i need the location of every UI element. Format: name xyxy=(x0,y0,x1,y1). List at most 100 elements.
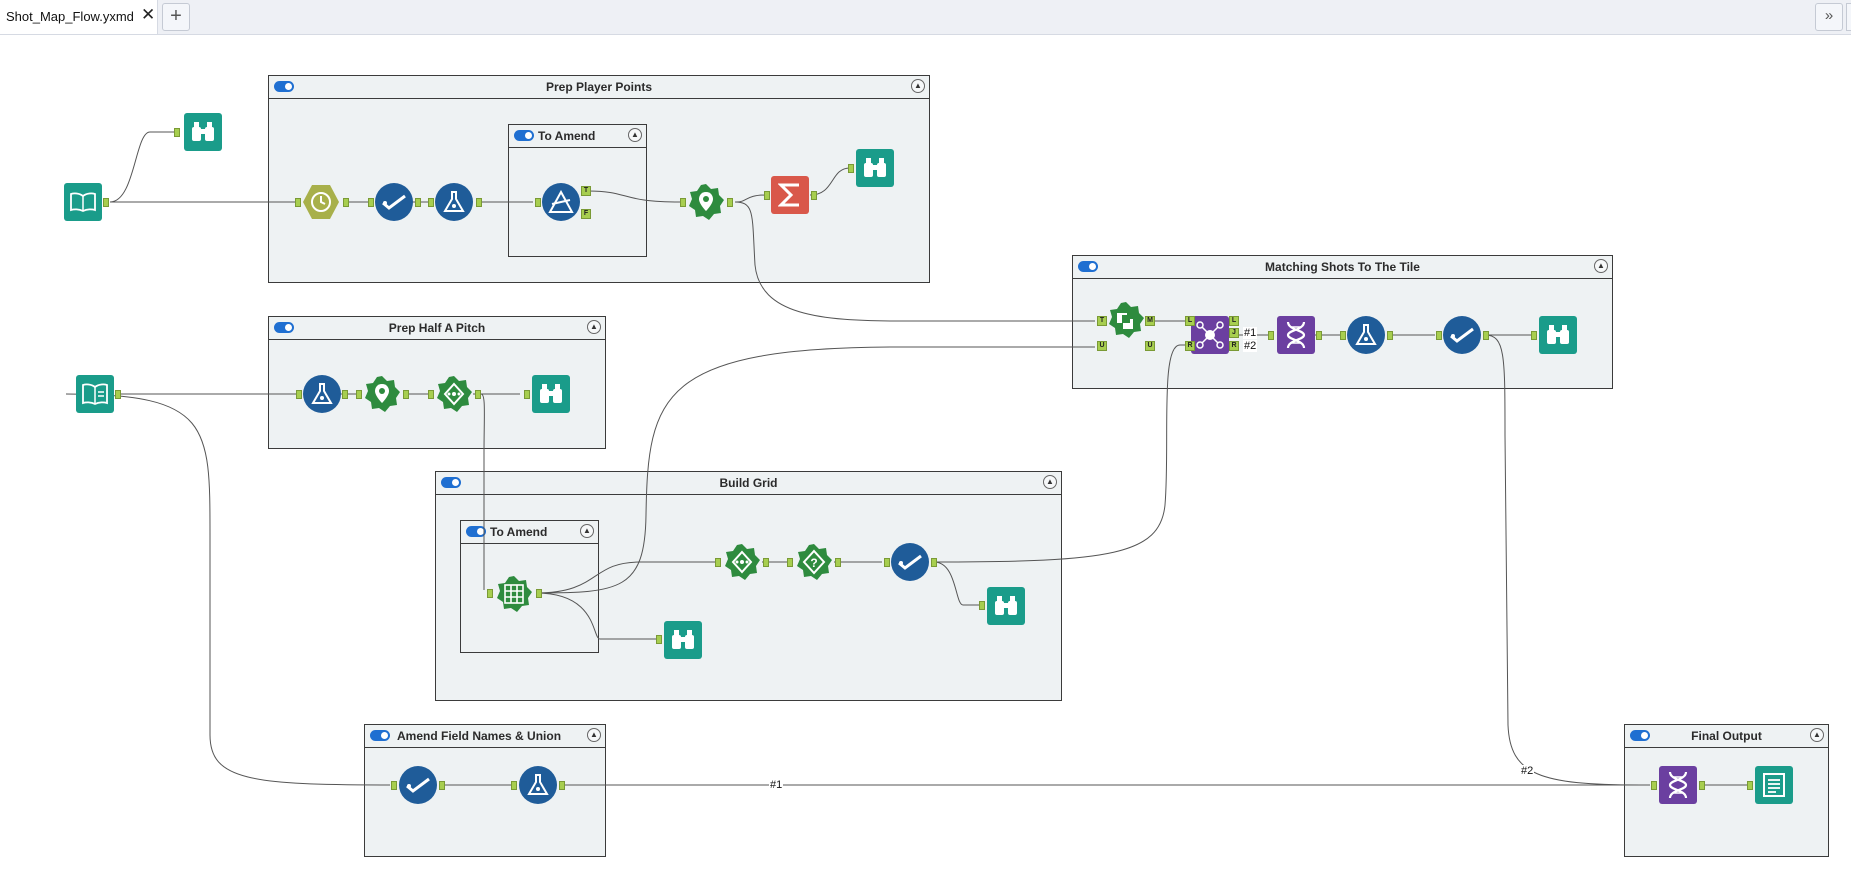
datetime-icon[interactable] xyxy=(302,183,340,221)
create-points-icon[interactable] xyxy=(363,375,401,413)
formula-flask-icon[interactable] xyxy=(519,766,557,804)
input-anchor[interactable] xyxy=(428,198,434,207)
input-anchor[interactable] xyxy=(524,390,530,399)
book-input-icon[interactable] xyxy=(64,183,102,221)
generalize-icon[interactable] xyxy=(435,375,473,413)
select-check-icon[interactable] xyxy=(1443,316,1481,354)
output-anchor[interactable] xyxy=(439,781,445,790)
generalize-icon[interactable] xyxy=(723,543,761,581)
wire-label: #2 xyxy=(1520,765,1534,777)
input-anchor[interactable] xyxy=(1268,331,1274,340)
input-anchor[interactable] xyxy=(680,198,686,207)
join-right-out-anchor[interactable]: R xyxy=(1229,341,1239,351)
union-dna-icon[interactable] xyxy=(1659,766,1697,804)
book-input-icon[interactable] xyxy=(76,375,114,413)
input-anchor[interactable] xyxy=(391,781,397,790)
wire xyxy=(110,132,178,202)
binoculars-browse-icon[interactable] xyxy=(987,587,1025,625)
input-anchor[interactable] xyxy=(511,781,517,790)
input-anchor[interactable] xyxy=(428,390,434,399)
select-check-icon[interactable] xyxy=(399,766,437,804)
output-anchor[interactable] xyxy=(559,781,565,790)
wire-label: #2 xyxy=(1243,340,1257,352)
input-anchor[interactable] xyxy=(356,390,362,399)
formula-flask-icon[interactable] xyxy=(435,183,473,221)
close-icon[interactable]: ✕ xyxy=(141,6,155,24)
binoculars-browse-icon[interactable] xyxy=(856,149,894,187)
filter-triangle-icon[interactable] xyxy=(542,183,580,221)
output-anchor[interactable] xyxy=(1387,331,1393,340)
output-anchor[interactable] xyxy=(475,390,481,399)
input-anchor[interactable] xyxy=(174,128,180,137)
formula-flask-icon[interactable] xyxy=(303,375,341,413)
output-anchor[interactable] xyxy=(115,390,121,399)
input-anchor[interactable] xyxy=(1531,331,1537,340)
summarize-sigma-icon[interactable] xyxy=(771,176,809,214)
output-anchor[interactable] xyxy=(103,198,109,207)
output-anchor[interactable] xyxy=(931,558,937,567)
spatial-universe-anchor[interactable]: U xyxy=(1097,341,1107,351)
output-anchor[interactable] xyxy=(1316,331,1322,340)
input-anchor[interactable] xyxy=(535,198,541,207)
join-multiple-icon[interactable] xyxy=(1191,316,1229,354)
input-anchor[interactable] xyxy=(295,198,301,207)
make-grid-icon[interactable] xyxy=(495,575,533,613)
tab-edge xyxy=(1846,3,1851,31)
join-right-anchor[interactable]: R xyxy=(1185,341,1195,351)
connection-wires xyxy=(0,35,1851,894)
new-tab-button[interactable]: + xyxy=(162,3,190,31)
output-anchor[interactable] xyxy=(835,558,841,567)
output-anchor[interactable] xyxy=(476,198,482,207)
input-anchor[interactable] xyxy=(848,164,854,173)
spatial-target-anchor[interactable]: T xyxy=(1097,316,1107,326)
binoculars-browse-icon[interactable] xyxy=(1539,316,1577,354)
output-anchor[interactable] xyxy=(811,191,817,200)
input-anchor[interactable] xyxy=(715,558,721,567)
input-anchor[interactable] xyxy=(1747,781,1753,790)
input-anchor[interactable] xyxy=(979,601,985,610)
workflow-canvas[interactable]: Prep Player Points ▲ To Amend ▲ Prep Hal… xyxy=(0,35,1851,894)
overflow-button[interactable]: » xyxy=(1815,3,1843,31)
binoculars-browse-icon[interactable] xyxy=(184,113,222,151)
filter-false-anchor[interactable]: F xyxy=(581,209,591,219)
filter-true-anchor[interactable]: T xyxy=(581,186,591,196)
input-anchor[interactable] xyxy=(487,589,493,598)
output-anchor[interactable] xyxy=(536,589,542,598)
output-anchor[interactable] xyxy=(415,198,421,207)
formula-flask-icon[interactable] xyxy=(1347,316,1385,354)
spatial-matched-anchor[interactable]: M xyxy=(1145,316,1155,326)
output-anchor[interactable] xyxy=(342,390,348,399)
join-join-out-anchor[interactable]: J xyxy=(1229,328,1239,338)
input-anchor[interactable] xyxy=(368,198,374,207)
select-check-icon[interactable] xyxy=(375,183,413,221)
input-anchor[interactable] xyxy=(296,390,302,399)
output-anchor[interactable] xyxy=(763,558,769,567)
binoculars-browse-icon[interactable] xyxy=(532,375,570,413)
output-anchor[interactable] xyxy=(727,198,733,207)
tab-shot-map-flow[interactable]: Shot_Map_Flow.yxmd ✕ xyxy=(0,0,158,34)
binoculars-browse-icon[interactable] xyxy=(664,621,702,659)
svg-text:?: ? xyxy=(810,556,817,570)
output-anchor[interactable] xyxy=(343,198,349,207)
input-anchor[interactable] xyxy=(1651,781,1657,790)
output-icon[interactable] xyxy=(1755,766,1793,804)
tab-title: Shot_Map_Flow.yxmd xyxy=(6,9,134,24)
input-anchor[interactable] xyxy=(1340,331,1346,340)
input-anchor[interactable] xyxy=(1436,331,1442,340)
input-anchor[interactable] xyxy=(884,558,890,567)
input-anchor[interactable] xyxy=(656,635,662,644)
input-anchor[interactable] xyxy=(764,191,770,200)
output-anchor[interactable] xyxy=(403,390,409,399)
join-left-anchor[interactable]: L xyxy=(1185,316,1195,326)
output-anchor[interactable] xyxy=(1699,781,1705,790)
spatial-info-icon[interactable]: ? xyxy=(795,543,833,581)
output-anchor[interactable] xyxy=(1483,331,1489,340)
spatial-unmatched-anchor[interactable]: U xyxy=(1145,341,1155,351)
input-anchor[interactable] xyxy=(787,558,793,567)
select-check-icon[interactable] xyxy=(891,543,929,581)
join-left-out-anchor[interactable]: L xyxy=(1229,316,1239,326)
wire-label: #1 xyxy=(769,779,783,791)
spatial-match-icon[interactable] xyxy=(1107,301,1145,339)
create-points-icon[interactable] xyxy=(687,183,725,221)
union-dna-icon[interactable] xyxy=(1277,316,1315,354)
